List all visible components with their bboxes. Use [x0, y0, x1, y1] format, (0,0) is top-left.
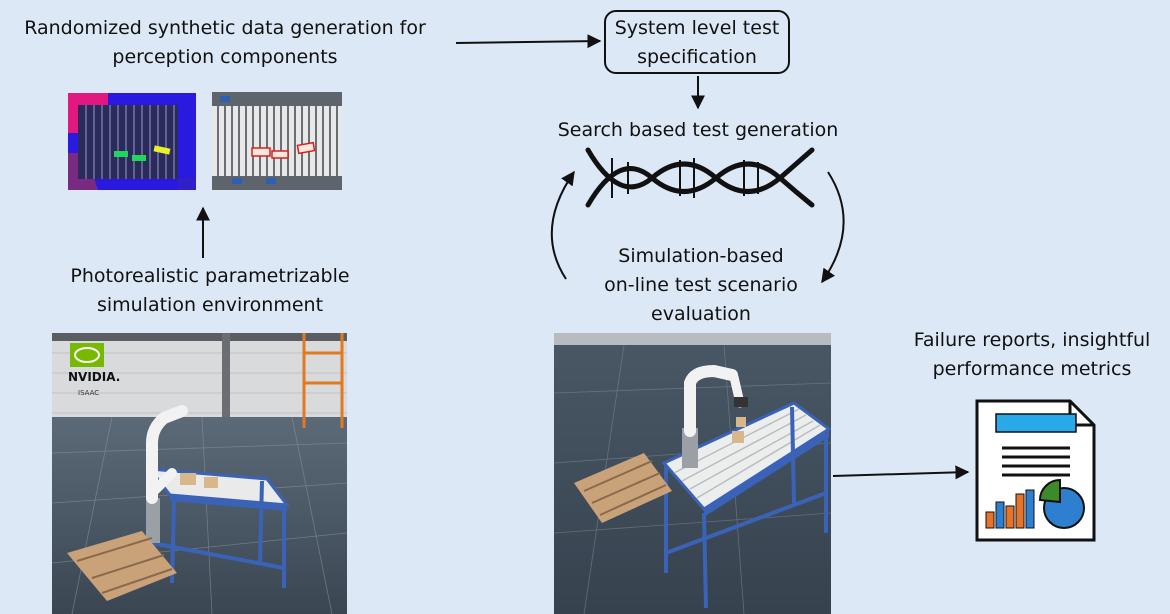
synthetic-data-label: Randomized synthetic data generation for…	[0, 14, 450, 72]
test-specification-box: System level test specification	[604, 10, 790, 74]
arrow-loop-up	[550, 170, 575, 280]
nvidia-logo-text: NVIDIA.	[68, 370, 120, 384]
segmented-box-1	[114, 151, 128, 157]
search-test-generation-label: Search based test generation	[540, 116, 856, 145]
nvidia-eye-icon	[70, 343, 104, 367]
failure-reports-line1: Failure reports, insightful	[913, 329, 1151, 351]
simulation-evaluation-line3: evaluation	[651, 303, 751, 325]
bounding-box-image	[212, 92, 342, 190]
test-specification-line1: System level test	[614, 17, 780, 39]
simulation-environment-label: Photorealistic parametrizable simulation…	[30, 262, 390, 320]
search-test-generation-text: Search based test generation	[557, 119, 839, 141]
simulation-environment-line1: Photorealistic parametrizable	[70, 265, 350, 287]
arrow-loop-down	[821, 171, 845, 284]
simulation-scene-warehouse: NVIDIA. ISAAC	[52, 333, 347, 614]
simulation-evaluation-label: Simulation-based on-line test scenario e…	[556, 242, 846, 329]
simulation-evaluation-line1: Simulation-based	[618, 245, 784, 267]
bar-chart-icon	[985, 489, 1035, 529]
segmentation-image	[68, 93, 196, 190]
synthetic-data-label-line1: Randomized synthetic data generation for	[24, 17, 426, 39]
simulation-evaluation-line2: on-line test scenario	[604, 274, 798, 296]
synthetic-data-label-line2: perception components	[112, 46, 338, 68]
arrow-to-specification	[455, 34, 602, 49]
failure-reports-label: Failure reports, insightful performance …	[896, 326, 1168, 384]
dna-helix-icon	[585, 147, 815, 208]
isaac-logo-text: ISAAC	[78, 389, 99, 397]
report-text-lines	[1002, 446, 1070, 477]
simulation-scene-evaluation	[554, 333, 831, 614]
test-specification-line2: specification	[637, 46, 757, 68]
simulation-environment-line2: simulation environment	[96, 294, 324, 316]
arrow-to-report	[832, 465, 970, 480]
failure-reports-line2: performance metrics	[932, 358, 1132, 380]
report-header-bar	[995, 413, 1077, 433]
dna-rungs	[611, 158, 759, 198]
report-document-icon	[974, 398, 1098, 544]
pie-chart-icon	[1038, 478, 1085, 529]
